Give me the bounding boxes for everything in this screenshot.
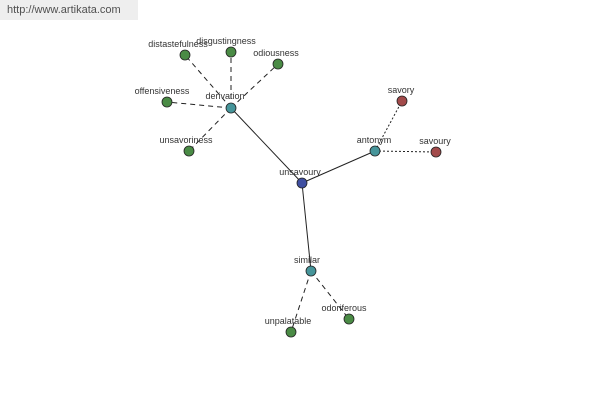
node-derivation-label: derivation <box>205 91 244 101</box>
node-odoriferous-dot[interactable] <box>343 313 355 325</box>
node-derivation-dot[interactable] <box>225 102 237 114</box>
edge-derivation-odiousness <box>230 63 279 109</box>
edge-derivation-distastefulness <box>184 54 232 109</box>
node-savory-label: savory <box>388 85 415 95</box>
node-unpalatable-label: unpalatable <box>265 316 312 326</box>
edge-antonym-savory <box>374 100 403 152</box>
node-unsavoriness-label: unsavoriness <box>159 135 213 145</box>
node-savoury-dot[interactable] <box>430 146 442 158</box>
edge-root-derivation <box>230 107 303 184</box>
node-disgustingness-label: disgustingness <box>196 36 256 46</box>
node-antonym-dot[interactable] <box>369 145 381 157</box>
node-distastefulness-dot[interactable] <box>179 49 191 61</box>
node-root[interactable]: unsavoury <box>279 167 321 189</box>
node-odoriferous-label: odoriferous <box>321 303 367 313</box>
edge-derivation-unsavoriness <box>188 107 232 152</box>
node-disgustingness-dot[interactable] <box>225 46 237 58</box>
node-offensiveness[interactable]: offensiveness <box>135 86 190 108</box>
node-unsavoriness[interactable]: unsavoriness <box>159 135 213 157</box>
source-url-label: http://www.artikata.com <box>0 0 138 20</box>
node-root-dot[interactable] <box>296 177 308 189</box>
node-antonym-label: antonym <box>357 135 392 145</box>
node-similar[interactable]: similar <box>294 255 320 277</box>
node-distastefulness[interactable]: distastefulness <box>148 39 208 61</box>
node-distastefulness-label: distastefulness <box>148 39 208 49</box>
edge-root-antonym <box>301 150 376 184</box>
node-savoury[interactable]: savoury <box>419 136 451 158</box>
node-derivation[interactable]: derivation <box>205 91 245 114</box>
edge-similar-odoriferous <box>310 270 350 320</box>
edge-root-similar <box>301 182 312 272</box>
edge-derivation-offensiveness <box>166 101 232 109</box>
node-odiousness-label: odiousness <box>253 48 299 58</box>
edge-antonym-savoury <box>374 150 437 153</box>
node-offensiveness-label: offensiveness <box>135 86 190 96</box>
node-savoury-label: savoury <box>419 136 451 146</box>
node-disgustingness[interactable]: disgustingness <box>196 36 256 58</box>
node-offensiveness-dot[interactable] <box>161 96 173 108</box>
node-similar-label: similar <box>294 255 320 265</box>
node-odiousness[interactable]: odiousness <box>253 48 299 70</box>
node-root-label: unsavoury <box>279 167 321 177</box>
nodes-layer: unsavoury derivation antonym similar distast… <box>135 36 451 338</box>
node-similar-dot[interactable] <box>305 265 317 277</box>
node-savory[interactable]: savory <box>388 85 415 107</box>
edges-layer <box>166 52 437 333</box>
node-odoriferous[interactable]: odoriferous <box>321 303 367 325</box>
node-unsavoriness-dot[interactable] <box>183 145 195 157</box>
node-unpalatable[interactable]: unpalatable <box>265 316 312 338</box>
node-savory-dot[interactable] <box>396 95 408 107</box>
node-antonym[interactable]: antonym <box>357 135 392 157</box>
node-odiousness-dot[interactable] <box>272 58 284 70</box>
node-unpalatable-dot[interactable] <box>285 326 297 338</box>
edge-similar-unpalatable <box>290 270 312 333</box>
